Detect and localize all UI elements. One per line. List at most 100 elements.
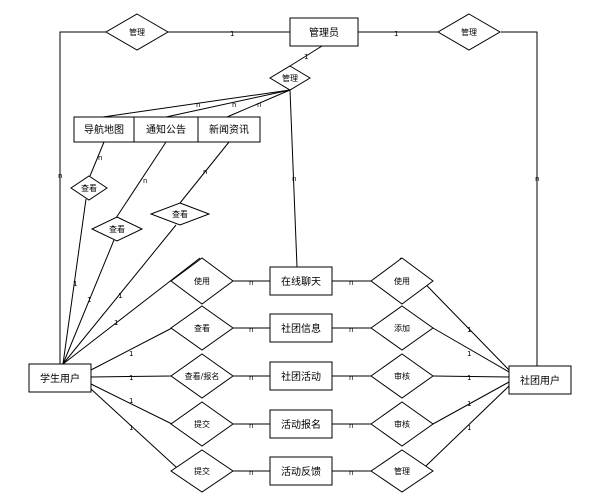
relationship-label: 查看 [109,224,125,234]
entity-label: 社团活动 [281,370,321,383]
cardinality-label: 1 [467,326,471,334]
relationship-label: 审核 [394,419,410,429]
relationship-label: 管理 [461,27,477,37]
relationship-use-chat-club: 使用 [370,257,434,305]
edge-review-signup-club-user [432,381,510,425]
relationship-admin-club: 管理 [437,13,501,51]
entity-label: 新闻资讯 [209,123,249,136]
edge-content-news [226,89,291,118]
entity-activity-feedback: 活动反馈 [269,456,333,486]
relationship-view-club-info: 查看 [170,305,234,351]
entity-admin: 管理员 [289,17,359,47]
edge-content-navmap [102,89,291,118]
cardinality-label: n [249,374,253,382]
cardinality-label: n [535,175,539,183]
cardinality-label: 1 [230,30,234,38]
cardinality-label: 1 [467,350,471,358]
relationship-review-activity: 审核 [370,353,434,399]
entity-club-user: 社团用户 [508,365,572,395]
edge-notice-view [115,141,167,219]
entity-label: 导航地图 [84,123,124,136]
edge-view-news-student [62,224,177,365]
edge-admin-manage-content [289,45,323,67]
entity-label: 活动报名 [281,418,321,431]
cardinality-label: n [349,422,353,430]
relationship-admin-student: 管理 [105,13,169,51]
entity-label: 在线聊天 [281,275,321,288]
edges [59,31,538,490]
relationship-view-notice: 查看 [90,216,144,242]
cardinality-label: n [203,168,207,176]
cardinality-label: n [98,154,102,162]
relationship-label: 提交 [194,466,210,476]
cardinality-label: n [249,469,253,477]
edge-student-submit-signup [90,383,173,425]
cardinality-label: 1 [87,296,91,304]
cardinality-label: 1 [467,400,471,408]
entity-label: 通知公告 [146,123,186,136]
edge-manage-left-student [59,31,107,364]
entity-chat: 在线聊天 [269,266,333,296]
relationship-view-news: 查看 [149,202,211,226]
relationship-add-club-info: 添加 [370,305,434,351]
relationship-label: 管理 [282,73,298,83]
entity-news: 新闻资讯 [197,116,261,143]
relationship-admin-content: 管理 [269,65,311,91]
cardinality-label: 1 [118,292,122,300]
relationship-label: 查看 [194,323,210,333]
relationship-label: 管理 [129,27,145,37]
entity-label: 管理员 [309,26,339,39]
entity-nav-map: 导航地图 [73,116,135,143]
entity-student: 学生用户 [28,363,92,393]
relationship-view-map: 查看 [70,175,108,201]
cardinality-label: n [249,279,253,287]
edge-review-club-user [432,375,510,378]
edge-news-view [179,141,230,204]
edge-student-view-info [90,327,173,371]
cardinality-label: 1 [129,350,133,358]
edge-content-chat [289,89,298,268]
entity-activity-signup: 活动报名 [269,409,333,439]
entity-label: 活动反馈 [281,465,321,478]
cardinality-label: n [249,326,253,334]
cardinality-labels: 1 1 1 n n n n n n n n n 1 1 1 1 1 1 1 1 … [58,30,539,477]
relationship-submit-signup: 提交 [170,401,234,447]
entity-club-info: 社团信息 [269,313,333,343]
edge-add-club-user [432,327,510,373]
entity-label: 学生用户 [40,372,80,385]
cardinality-label: n [349,326,353,334]
relationship-label: 查看/报名 [185,371,220,381]
entity-label: 社团用户 [520,374,560,387]
relationship-submit-feedback: 提交 [170,449,234,493]
cardinality-label: 1 [129,397,133,405]
cardinality-label: 1 [129,424,133,432]
relationship-label: 添加 [394,323,410,333]
relationship-label: 使用 [394,276,410,286]
edge-view-map-student [62,198,87,365]
cardinality-label: n [58,172,62,180]
relationship-label: 审核 [394,371,410,381]
cardinality-label: n [249,422,253,430]
relationship-manage-feedback: 管理 [370,449,434,493]
relationship-label: 提交 [194,419,210,429]
entity-notice: 通知公告 [133,116,199,143]
entity-club-activity: 社团活动 [269,361,333,391]
edge-view-notice-student [62,239,115,365]
cardinality-label: n [349,469,353,477]
cardinality-label: n [232,101,236,109]
cardinality-label: 1 [114,319,118,327]
cardinality-label: 1 [467,424,471,432]
cardinality-label: n [349,374,353,382]
cardinality-label: n [349,279,353,287]
cardinality-label: n [257,101,261,109]
cardinality-label: n [292,175,296,183]
edge-student-use-chat [62,257,201,365]
relationship-label: 管理 [394,466,410,476]
cardinality-label: n [143,177,147,185]
cardinality-label: 1 [129,374,133,382]
entity-label: 社团信息 [281,322,321,335]
edge-student-signup-view [90,375,173,378]
cardinality-label: 1 [467,374,471,382]
relationship-label: 使用 [194,276,210,286]
cardinality-label: 1 [394,30,398,38]
